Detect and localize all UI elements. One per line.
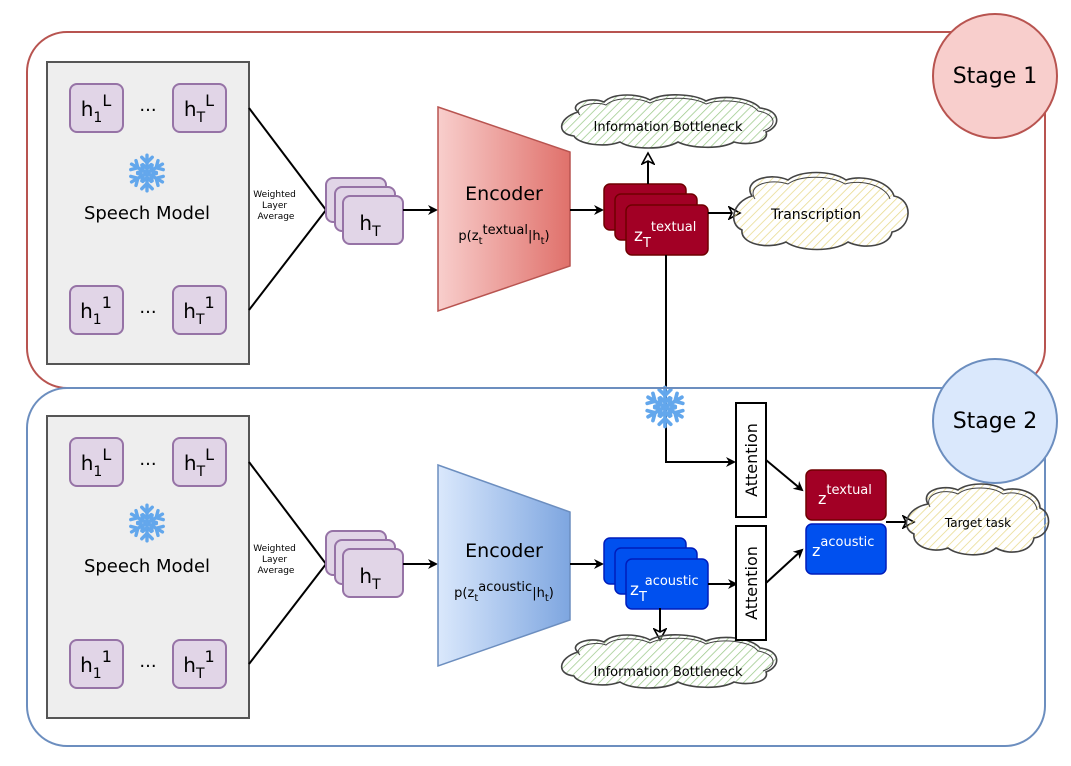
latent-acoustic-stack: zTacoustic: [603, 537, 709, 610]
arrow: [765, 548, 804, 584]
ellipsis: ···: [139, 656, 156, 677]
attention-block-top: Attention: [735, 402, 767, 518]
speech-model-panel-stage1: h1L ··· hTL Speech Model h11 ··· hT1: [46, 61, 250, 365]
stage2-container: [26, 387, 1046, 747]
transcription-cloud: Transcription: [732, 171, 909, 251]
svg-text:h1L: h1L: [81, 91, 112, 126]
snowflake-icon: [645, 387, 685, 426]
encoder-stage2: Encoder p(ztacoustic|ht): [437, 463, 571, 668]
stage1-label: Stage 1: [953, 64, 1038, 89]
hidden-state-TL: [172, 83, 227, 133]
svg-text:p(zttextual|ht): p(zttextual|ht): [458, 223, 549, 247]
ellipsis: ···: [139, 302, 156, 323]
svg-text:Encoder: Encoder: [465, 540, 543, 562]
svg-text:h11: h11: [80, 293, 112, 328]
hidden-state-11: [69, 285, 124, 335]
stage2-badge: Stage 2: [932, 358, 1058, 484]
hidden-state-1L: [69, 437, 124, 487]
svg-text:Encoder: Encoder: [465, 183, 543, 205]
encoder-stage1: Encoder p(zttextual|ht): [437, 105, 571, 313]
svg-text:Information Bottleneck: Information Bottleneck: [594, 665, 743, 680]
latent-textual-stack: zTtextual: [603, 183, 709, 256]
svg-text:Attention: Attention: [742, 423, 761, 497]
svg-text:Attention: Attention: [742, 546, 761, 620]
connector: [248, 461, 327, 565]
hidden-state-T1: [172, 639, 227, 689]
ellipsis: ···: [139, 454, 156, 475]
connector: [248, 563, 327, 665]
connector: [248, 107, 327, 211]
speech-model-label: Speech Model: [84, 556, 210, 577]
svg-text:ztextual: ztextual: [818, 483, 872, 508]
svg-text:hT: hT: [359, 564, 381, 593]
svg-text:Information Bottleneck: Information Bottleneck: [594, 120, 743, 135]
svg-text:Transcription: Transcription: [770, 207, 861, 223]
information-bottleneck-cloud-stage1: Information Bottleneck: [560, 94, 778, 149]
hidden-state-TL: [172, 437, 227, 487]
svg-text:hTL: hTL: [184, 91, 214, 126]
svg-text:h1L: h1L: [81, 445, 112, 480]
z-acoustic-box: zacoustic: [805, 523, 887, 575]
speech-model-panel-stage2: h1L ··· hTL Speech Model h11 ··· hT1: [46, 415, 250, 719]
z-textual-box: ztextual: [805, 469, 887, 521]
svg-text:zTtextual: zTtextual: [634, 220, 696, 251]
stage2-label: Stage 2: [953, 409, 1038, 434]
svg-text:hTL: hTL: [184, 445, 214, 480]
svg-text:hT1: hT1: [183, 647, 214, 682]
svg-text:Target task: Target task: [944, 516, 1011, 530]
speech-model-label: Speech Model: [84, 203, 210, 224]
svg-text:hT1: hT1: [183, 293, 214, 328]
hidden-state-T1: [172, 285, 227, 335]
svg-text:h11: h11: [80, 647, 112, 682]
connector: [248, 209, 327, 311]
target-task-cloud: Target task: [905, 483, 1050, 556]
weighted-average-label: Weighted Layer Average: [253, 190, 298, 222]
attention-block-bottom: Attention: [735, 525, 767, 641]
ellipsis: ···: [139, 100, 156, 121]
hidden-state-1L: [69, 83, 124, 133]
svg-text:hT: hT: [359, 211, 381, 240]
information-bottleneck-cloud-stage2: Information Bottleneck: [560, 634, 778, 689]
arrow: [765, 459, 804, 492]
svg-text:p(ztacoustic|ht): p(ztacoustic|ht): [454, 580, 554, 604]
hidden-stack-stage2: hT: [325, 530, 404, 598]
arrow: [665, 255, 736, 467]
svg-text:zacoustic: zacoustic: [812, 535, 874, 560]
hidden-state-11: [69, 639, 124, 689]
weighted-average-label: Weighted Layer Average: [253, 544, 298, 576]
stage1-badge: Stage 1: [932, 13, 1058, 139]
hidden-stack-stage1: hT: [325, 177, 404, 245]
svg-text:zTacoustic: zTacoustic: [630, 574, 699, 605]
